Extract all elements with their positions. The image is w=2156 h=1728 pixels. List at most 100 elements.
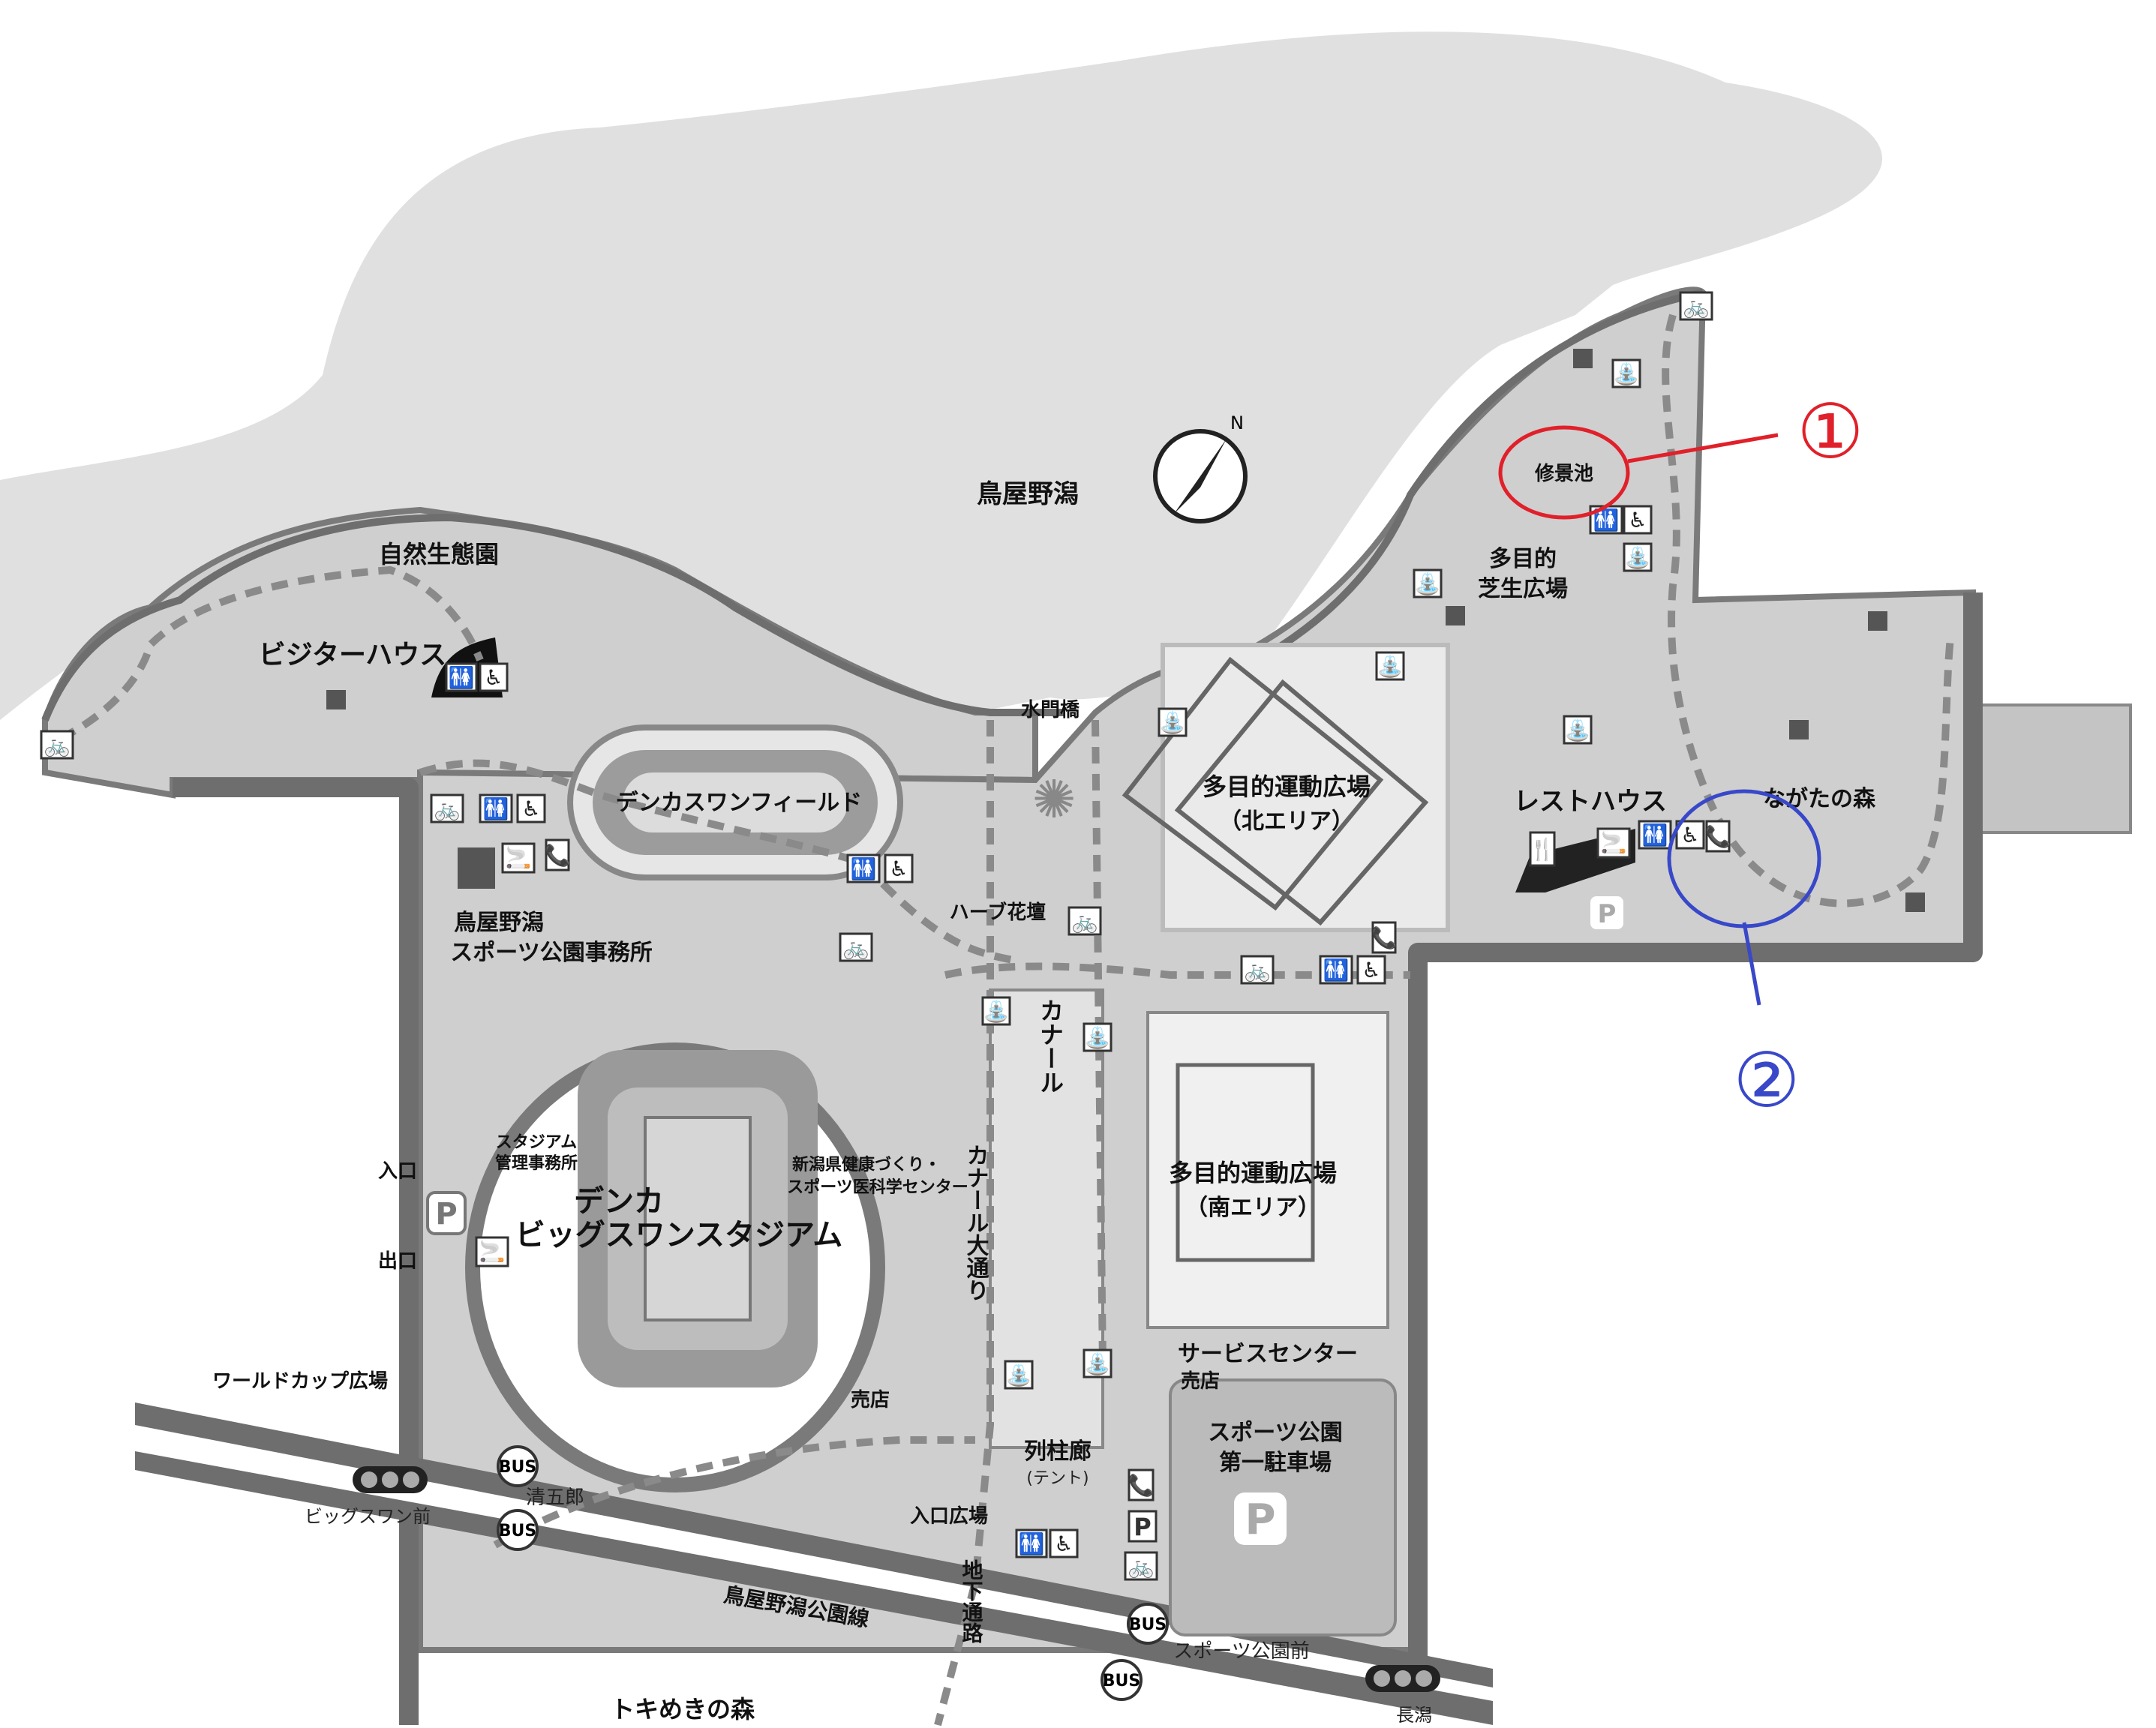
svg-text:⛲: ⛲ bbox=[1006, 1363, 1032, 1388]
label-nature-garden: 自然生態園 bbox=[379, 540, 499, 568]
label-world-cup-plaza: ワールドカップ広場 bbox=[212, 1370, 388, 1393]
restroom-icon: 🚻 bbox=[846, 854, 881, 884]
svg-text:🚻: 🚻 bbox=[851, 856, 877, 881]
denka-swan-field bbox=[567, 724, 903, 880]
label-lawn: 芝生広場 bbox=[1478, 576, 1568, 602]
bicycle-icon: 🚲 bbox=[1679, 291, 1713, 321]
north-plaza bbox=[1122, 643, 1450, 932]
restroom-icon: 🚻 bbox=[1638, 820, 1672, 850]
label-shop: 売店 bbox=[1181, 1370, 1220, 1393]
telephone-icon: 📞 bbox=[1705, 820, 1731, 853]
svg-text:⛲: ⛲ bbox=[1614, 362, 1640, 386]
svg-text:🚲: 🚲 bbox=[843, 935, 869, 960]
bicycle-icon: 🚲 bbox=[1124, 1551, 1158, 1581]
wheelchair-icon: ♿ bbox=[479, 662, 509, 692]
label-tokimeki-forest: トキめきの森 bbox=[611, 1695, 755, 1724]
drinking-fountain-icon: ⛲ bbox=[1083, 1022, 1113, 1052]
bus-stop-text: BUS bbox=[499, 1522, 536, 1540]
bicycle-icon: 🚲 bbox=[430, 794, 464, 824]
svg-text:🚻: 🚻 bbox=[1642, 823, 1668, 848]
svg-text:📞: 📞 bbox=[1371, 924, 1398, 950]
label-herb-garden: ハーブ花壇 bbox=[950, 901, 1046, 924]
bus-stop-icon: BUS bbox=[1101, 1659, 1143, 1701]
label-stadium-office: スタジアム bbox=[496, 1133, 577, 1152]
label-rest-house: レストハウス bbox=[1514, 787, 1667, 817]
svg-text:⛲: ⛲ bbox=[1085, 1025, 1111, 1050]
svg-text:♿: ♿ bbox=[484, 665, 503, 690]
label-sports-park-mae: スポーツ公園前 bbox=[1173, 1640, 1309, 1663]
wheelchair-icon: ♿ bbox=[1675, 820, 1705, 850]
wheelchair-icon: ♿ bbox=[516, 794, 546, 824]
label-suimon-bridge: 水門橋 bbox=[1021, 699, 1080, 722]
restroom-icon: 🚻 bbox=[1319, 955, 1353, 985]
svg-text:🚲: 🚲 bbox=[434, 796, 461, 821]
drinking-fountain-icon: ⛲ bbox=[1158, 707, 1188, 737]
svg-text:📞: 📞 bbox=[545, 842, 571, 868]
bicycle-icon: 🚲 bbox=[839, 932, 873, 962]
label-canal: カナール bbox=[1036, 998, 1064, 1094]
svg-text:⛲: ⛲ bbox=[983, 999, 1010, 1024]
bus-stop-text: BUS bbox=[499, 1458, 536, 1477]
label-visitor-house: ビジターハウス bbox=[259, 640, 447, 670]
label-underpass: 地下通路 bbox=[959, 1559, 984, 1643]
bicycle-icon: 🚲 bbox=[40, 730, 74, 760]
svg-text:P: P bbox=[1134, 1513, 1151, 1541]
svg-text:🚲: 🚲 bbox=[1245, 958, 1271, 982]
bicycle-icon: 🚲 bbox=[1240, 955, 1275, 985]
drinking-fountain-icon: ⛲ bbox=[1375, 651, 1405, 681]
svg-text:N: N bbox=[1230, 412, 1244, 434]
svg-text:♿: ♿ bbox=[1680, 823, 1699, 848]
svg-text:🚻: 🚻 bbox=[1019, 1532, 1045, 1556]
label-colonnade: 列柱廊 bbox=[1024, 1438, 1092, 1465]
stadium bbox=[465, 1042, 885, 1492]
parking-icon: P bbox=[426, 1191, 467, 1235]
south-plaza bbox=[1146, 1011, 1389, 1329]
svg-text:♿: ♿ bbox=[1362, 958, 1380, 982]
label-colonnade: (テント) bbox=[1026, 1469, 1089, 1488]
label-parking-lot-1: 第一駐車場 bbox=[1219, 1450, 1332, 1476]
label-south-plaza: （南エリア） bbox=[1185, 1195, 1320, 1221]
label-canal-street: カナール大通り bbox=[962, 1144, 989, 1301]
svg-text:⛲: ⛲ bbox=[1160, 710, 1186, 735]
label-entrance-plaza: 入口広場 bbox=[910, 1504, 988, 1528]
svg-text:🚬: 🚬 bbox=[506, 845, 532, 870]
wheelchair-icon: ♿ bbox=[1623, 505, 1653, 535]
parking-icon: P bbox=[1128, 1510, 1158, 1543]
annotation-1: ① bbox=[1498, 388, 1864, 520]
telephone-icon: 📞 bbox=[545, 838, 571, 872]
label-park-office: スポーツ公園事務所 bbox=[450, 940, 652, 966]
drinking-fountain-icon: ⛲ bbox=[1611, 358, 1641, 388]
telephone-icon: 📞 bbox=[1128, 1468, 1155, 1502]
smoking-area-icon: 🚬 bbox=[475, 1236, 509, 1268]
smoking-area-icon: 🚬 bbox=[501, 842, 536, 874]
bicycle-icon: 🚲 bbox=[1067, 906, 1102, 936]
compass-icon: N bbox=[1153, 412, 1248, 524]
label-denka-swan-field: デンカスワンフィールド bbox=[616, 790, 863, 816]
roads bbox=[41, 289, 1983, 1725]
lake-area bbox=[0, 32, 1883, 720]
svg-text:⛲: ⛲ bbox=[1565, 718, 1591, 742]
parking-icon: P bbox=[1234, 1492, 1287, 1545]
svg-text:🚲: 🚲 bbox=[1128, 1554, 1155, 1579]
bus-stop-text: BUS bbox=[1103, 1672, 1140, 1690]
wheelchair-icon: ♿ bbox=[1049, 1528, 1079, 1558]
svg-text:📞: 📞 bbox=[1128, 1472, 1155, 1498]
drinking-fountain-icon: ⛲ bbox=[1563, 715, 1593, 745]
label-north-plaza: （北エリア） bbox=[1219, 808, 1354, 835]
annotation-2: ② bbox=[1667, 789, 1821, 1124]
label-stadium: ビッグスワンスタジアム bbox=[515, 1218, 842, 1252]
road-west bbox=[173, 778, 419, 1725]
svg-text:⛲: ⛲ bbox=[1085, 1352, 1111, 1376]
svg-text:🚻: 🚻 bbox=[483, 796, 509, 821]
label-health-center: スポーツ医科学センター bbox=[787, 1178, 968, 1197]
svg-text:🚬: 🚬 bbox=[479, 1239, 506, 1264]
label-stadium: デンカ bbox=[574, 1184, 664, 1219]
bus-stop-icon: BUS bbox=[1127, 1603, 1169, 1645]
label-park-office: 鳥屋野潟 bbox=[454, 910, 544, 936]
restroom-icon: 🚻 bbox=[1589, 505, 1623, 535]
label-lawn: 多目的 bbox=[1489, 546, 1557, 572]
svg-text:♿: ♿ bbox=[1628, 508, 1647, 532]
traffic-light-nagata bbox=[1365, 1665, 1440, 1692]
svg-text:⛲: ⛲ bbox=[1625, 545, 1651, 570]
